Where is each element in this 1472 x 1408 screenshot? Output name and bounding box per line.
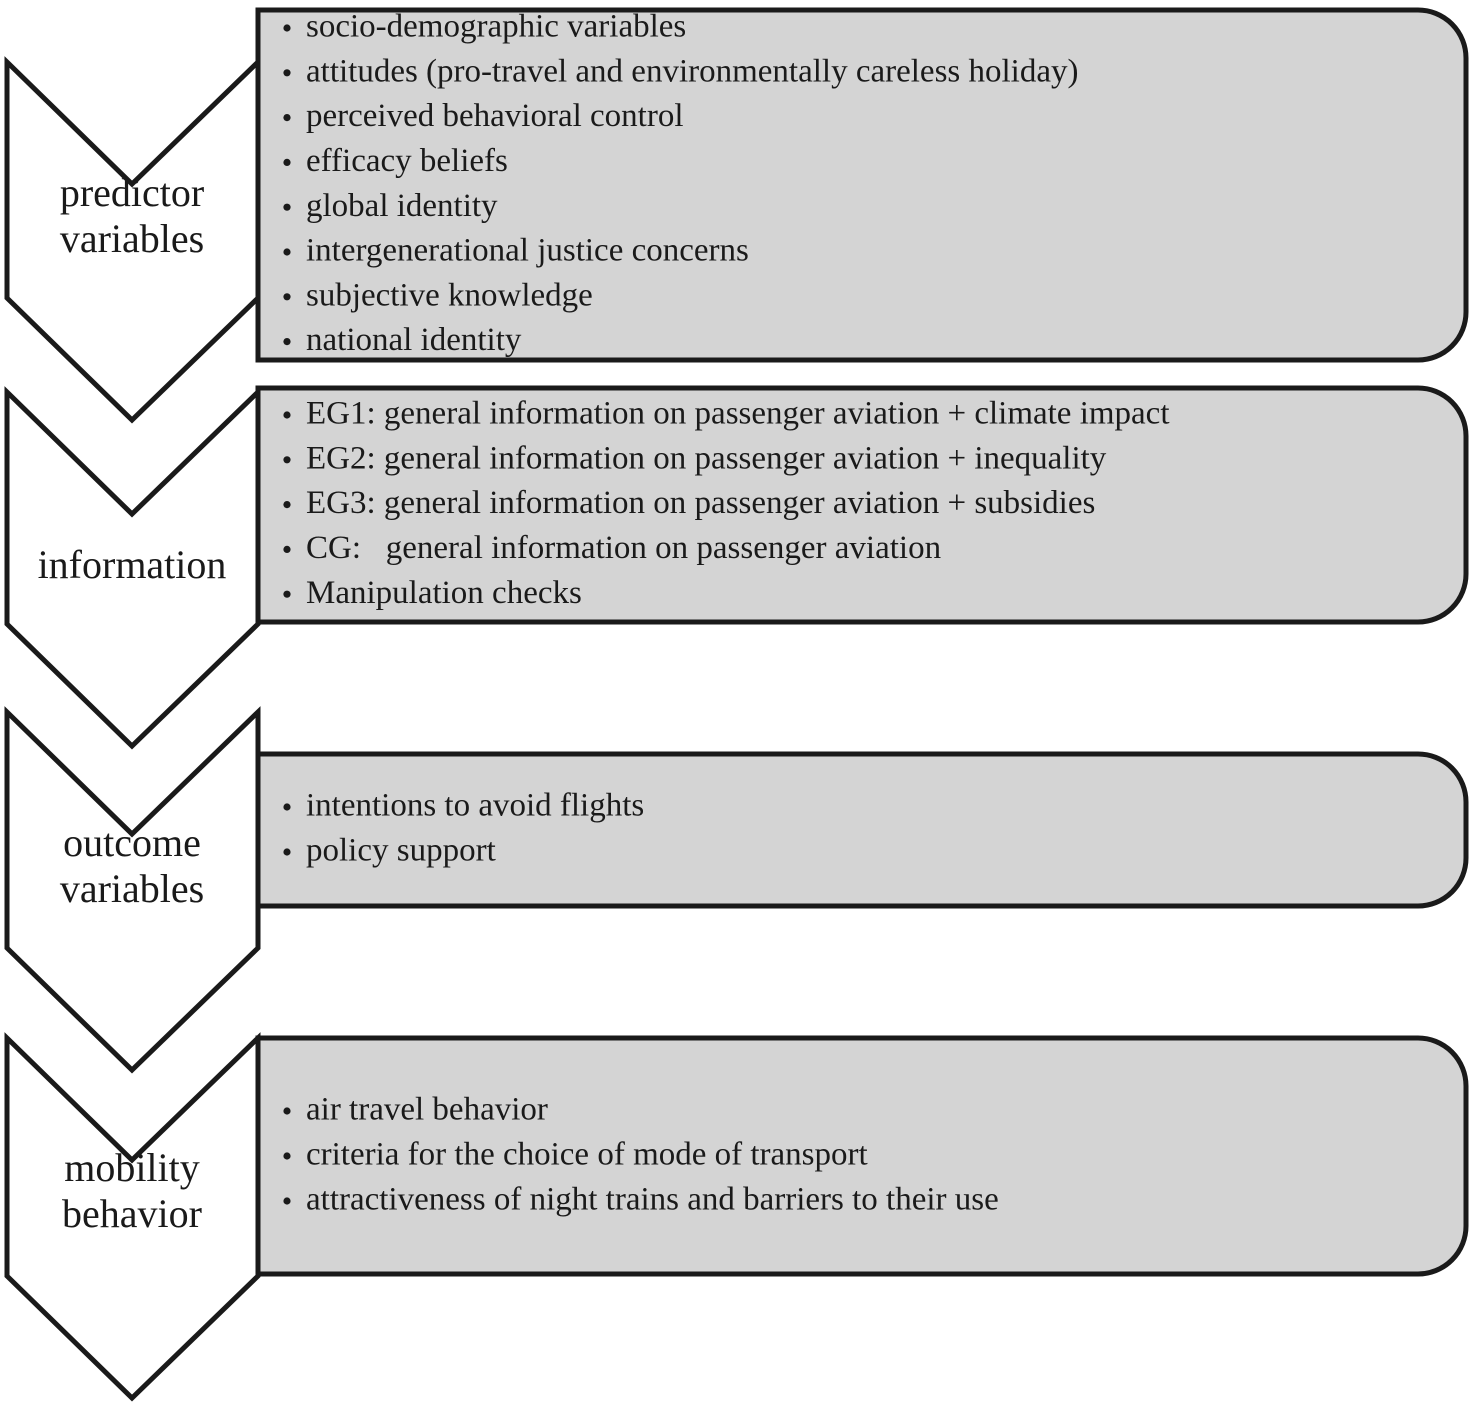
stage-label: outcome — [63, 820, 201, 865]
list-item: EG3: general information on passenger av… — [283, 485, 1095, 521]
stage-2: information EG1: general information on p… — [4, 385, 1469, 750]
stage-label: information — [38, 542, 227, 587]
list-item-text: socio-demographic variables — [306, 9, 686, 45]
chevron-arrow-icon — [4, 706, 261, 1074]
list-item-text: criteria for the choice of mode of trans… — [306, 1137, 868, 1173]
list-item: subjective knowledge — [283, 277, 593, 313]
content-box — [255, 751, 1469, 909]
list-item-text: efficacy beliefs — [306, 143, 508, 179]
list-item-text: perceived behavioral control — [306, 98, 684, 134]
list-item: Manipulation checks — [283, 575, 582, 611]
content-box — [255, 385, 1469, 625]
list-item-text: CG: general information on passenger avi… — [306, 530, 941, 566]
bullet-icon — [283, 803, 291, 811]
list-item: intentions to avoid flights — [283, 788, 644, 824]
list-item-text: intentions to avoid flights — [306, 788, 644, 824]
list-item-text: intergenerational justice concerns — [306, 233, 749, 269]
bullet-icon — [283, 545, 291, 554]
list-item: national identity — [283, 322, 522, 358]
stage-label: predictor — [60, 170, 204, 215]
stage-label: variables — [60, 216, 204, 261]
bullet-icon — [283, 848, 291, 856]
list-item: EG2: general information on passenger av… — [283, 440, 1107, 476]
bullet-icon — [283, 114, 291, 122]
stage-label: variables — [60, 866, 204, 911]
list-item-text: EG3: general information on passenger av… — [306, 485, 1095, 521]
stage-label: behavior — [62, 1191, 202, 1236]
list-item-text: air travel behavior — [306, 1092, 548, 1128]
bullet-icon — [283, 411, 291, 419]
bullet-icon — [283, 1152, 291, 1160]
list-item-text: EG1: general information on passenger av… — [306, 396, 1170, 432]
bullet-icon — [283, 338, 291, 346]
list-item: policy support — [283, 833, 496, 869]
bullet-icon — [283, 293, 291, 301]
list-item: efficacy beliefs — [283, 143, 508, 179]
list-item: socio-demographic variables — [283, 9, 686, 45]
list-item: attractiveness of night trains and barri… — [283, 1182, 999, 1218]
list-item: intergenerational justice concerns — [283, 233, 749, 269]
bullet-icon — [283, 24, 291, 32]
list-item: attitudes (pro-travel and environmentall… — [283, 53, 1078, 89]
bullet-icon — [283, 158, 291, 166]
bullet-icon — [283, 501, 291, 509]
list-item: criteria for the choice of mode of trans… — [283, 1137, 868, 1173]
bullet-icon — [283, 456, 291, 464]
list-item-text: attractiveness of night trains and barri… — [306, 1182, 999, 1218]
bullet-icon — [283, 590, 291, 598]
content-box — [255, 1035, 1469, 1277]
list-item-text: EG2: general information on passenger av… — [306, 440, 1107, 476]
bullet-icon — [283, 1197, 291, 1205]
content-box — [255, 7, 1469, 363]
bullet-icon — [283, 203, 291, 211]
list-item-text: national identity — [306, 322, 522, 358]
list-item-text: global identity — [306, 188, 498, 224]
list-item-text: policy support — [306, 833, 496, 869]
stage-label: mobility — [64, 1145, 200, 1190]
bullet-icon — [283, 1107, 291, 1115]
list-item: perceived behavioral control — [283, 98, 684, 134]
list-item-text: subjective knowledge — [306, 277, 593, 313]
list-item-text: attitudes (pro-travel and environmentall… — [306, 53, 1078, 89]
list-item: CG: general information on passenger avi… — [283, 530, 941, 566]
list-item: EG1: general information on passenger av… — [283, 396, 1170, 432]
bullet-icon — [283, 248, 291, 256]
list-item-text: Manipulation checks — [306, 575, 582, 611]
bullet-icon — [283, 69, 291, 77]
list-item: air travel behavior — [283, 1092, 548, 1128]
list-item: global identity — [283, 188, 498, 224]
